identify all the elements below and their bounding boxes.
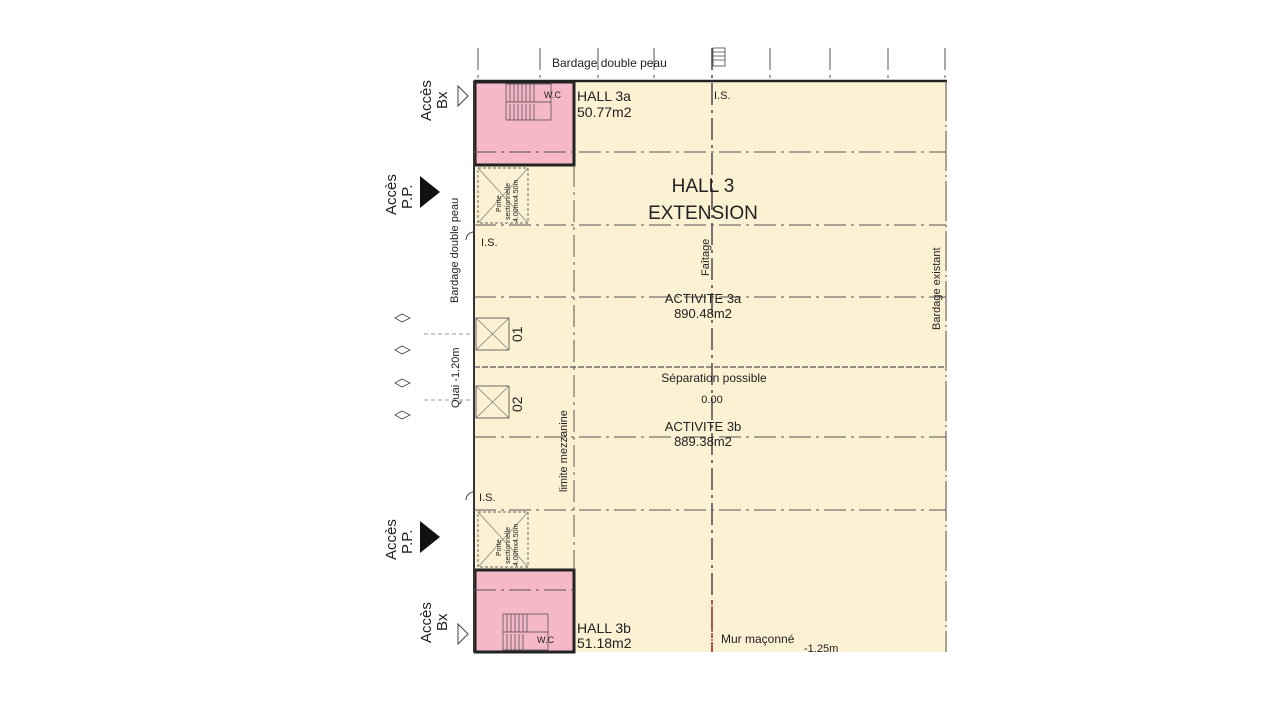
mur-level-label: -1.25m — [804, 643, 838, 655]
acces-bx-door-icon — [457, 84, 469, 108]
porte-3b-l3: 4.00mx4.50m — [513, 523, 520, 566]
acces-bx-door-icon — [457, 622, 469, 646]
separation-label: Séparation possible — [661, 371, 767, 385]
acces-pp-top-2: P.P. — [399, 185, 416, 209]
porte-3a-l1: Porte — [496, 195, 503, 212]
acces-bx-bottom-1: Accès — [418, 602, 435, 643]
activite-3a-area: 890.48m2 — [674, 306, 732, 321]
right-cladding-label: Bardage existant — [931, 247, 943, 330]
hall-3a-name: HALL 3a — [577, 88, 631, 104]
hall-title-2: EXTENSION — [648, 203, 758, 224]
porte-3b-l2: sectionnelle — [505, 527, 512, 564]
hall-title-1: HALL 3 — [672, 176, 735, 197]
exterior-stair — [712, 47, 726, 67]
acces-pp-arrow-icon — [420, 176, 440, 208]
activite-3b-area: 889.38m2 — [674, 434, 732, 449]
door-arc-icon — [465, 491, 475, 501]
acces-pp-arrow-icon — [420, 521, 440, 553]
wc-3a-label: W.C — [544, 90, 561, 100]
hall-3b-name: HALL 3b — [577, 620, 631, 636]
top-cladding-label: Bardage double peau — [552, 56, 667, 70]
is-left-label-bottom: I.S. — [479, 492, 496, 504]
mur-label: Mur maçonné — [721, 632, 795, 646]
acces-pp-bottom-1: Accès — [383, 519, 400, 560]
acces-pp-bottom-2: P.P. — [399, 530, 416, 554]
is-left-label-top: I.S. — [481, 237, 498, 249]
is-top-label: I.S. — [714, 90, 731, 102]
stairs-3a — [505, 83, 552, 121]
wc-3b-label: W.C — [537, 635, 554, 645]
quai-bumpers — [394, 313, 411, 420]
mezzanine-label: limite mezzanine — [558, 410, 570, 492]
office-hall-3a — [473, 80, 576, 167]
acces-bx-top-2: Bx — [434, 91, 451, 109]
dock-door-01 — [475, 317, 510, 351]
porte-3b — [477, 511, 529, 568]
dock-door-02 — [475, 385, 510, 419]
office-hall-3b — [473, 568, 576, 654]
porte-3a-l2: sectionnelle — [505, 183, 512, 220]
dock-01-label: 01 — [509, 326, 525, 342]
porte-3b-l1: Porte — [496, 539, 503, 556]
activite-3a-name: ACTIVITE 3a — [665, 291, 742, 306]
porte-3a-l3: 4.00mx4.50m — [513, 179, 520, 222]
activite-3b-name: ACTIVITE 3b — [665, 419, 742, 434]
hall-3a-area: 50.77m2 — [577, 104, 632, 120]
quai-label: Quai -1.20m — [450, 347, 462, 408]
left-cladding-label: Bardage double peau — [449, 198, 461, 303]
porte-3a — [477, 167, 529, 224]
dock-02-label: 02 — [509, 396, 525, 412]
hall-3b-area: 51.18m2 — [577, 635, 632, 651]
door-arc-icon — [465, 231, 475, 241]
level-label: 0.00 — [701, 394, 722, 406]
stairs-3b — [502, 613, 549, 651]
acces-bx-top-1: Accès — [418, 80, 435, 121]
acces-bx-bottom-2: Bx — [434, 613, 451, 631]
faitage-label: Faîtage — [700, 239, 712, 276]
acces-pp-top-1: Accès — [383, 174, 400, 215]
